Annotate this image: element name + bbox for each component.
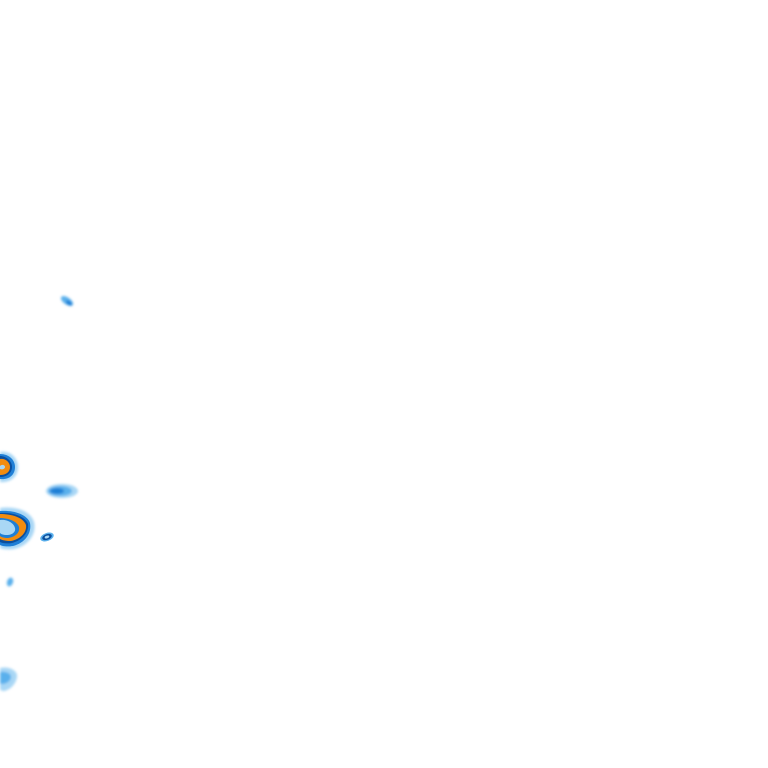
precip-cell-d <box>0 507 35 550</box>
precip-cell-g <box>0 667 18 691</box>
precip-cell-b <box>0 451 18 483</box>
precip-cell-c <box>46 484 78 498</box>
precip-cell-e <box>40 532 54 542</box>
precip-cell-f <box>6 577 14 587</box>
precip-cell-a <box>60 296 74 306</box>
